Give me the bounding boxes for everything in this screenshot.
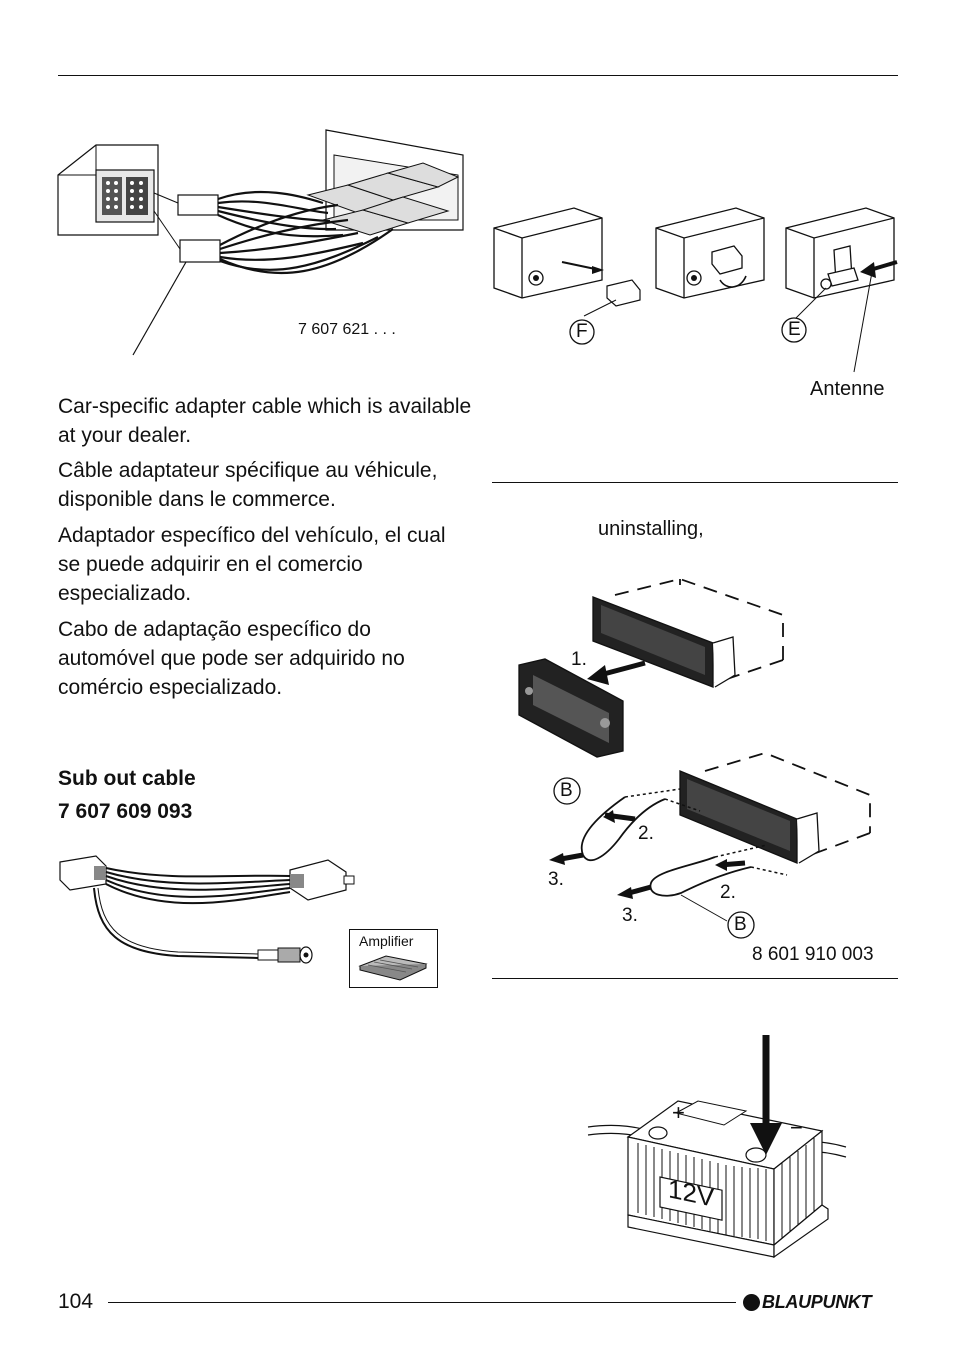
top-rule <box>58 75 898 76</box>
step-2-upper-label: 2. <box>638 823 654 844</box>
page-number: 104 <box>58 1290 94 1313</box>
sub-out-cable-illustration <box>59 855 355 964</box>
amplifier-box: Amplifier <box>349 929 438 988</box>
battery-plus: + <box>672 1100 685 1125</box>
amplifier-label: Amplifier <box>359 933 414 949</box>
amplifier-icon <box>358 955 428 981</box>
step-2-lower-label: 2. <box>720 882 736 903</box>
desc-es: Adaptador específico del vehículo, el cu… <box>58 524 446 605</box>
battery-illustration <box>587 1035 847 1259</box>
desc-fr: Câble adaptateur spécifique au véhicule,… <box>58 459 438 511</box>
label-f: F <box>576 321 588 342</box>
blaupunkt-logo: BLAUPUNKT <box>743 1291 872 1312</box>
tool-part-number: 8 601 910 003 <box>752 944 874 965</box>
label-e: E <box>788 319 801 340</box>
desc-pt: Cabo de adaptação específico do automóve… <box>58 618 405 699</box>
adapter-cable-illustration <box>57 129 464 356</box>
tool-b-upper-label: B <box>560 780 573 801</box>
sub-out-title: Sub out cable <box>58 767 196 790</box>
footer-rule <box>108 1302 736 1303</box>
lower-right-rule <box>492 978 898 979</box>
adapter-part-number: 7 607 621 . . . <box>298 321 396 338</box>
antenna-adapter-illustration <box>493 207 898 373</box>
tool-b-lower-label: B <box>734 914 747 935</box>
antenna-label: Antenne <box>810 378 885 400</box>
uninstall-heading: uninstalling, <box>598 518 704 540</box>
mid-right-rule <box>492 482 898 483</box>
step-3-lower-label: 3. <box>622 905 638 926</box>
step-3-upper-label: 3. <box>548 869 564 890</box>
step-1-label: 1. <box>571 649 587 670</box>
uninstall-illustration <box>518 578 871 939</box>
blaupunkt-dot-icon <box>743 1293 760 1311</box>
desc-en: Car-specific adapter cable which is avai… <box>58 395 472 447</box>
sub-out-part-number: 7 607 609 093 <box>58 800 193 823</box>
battery-minus: − <box>790 1115 803 1140</box>
brand-name: BLAUPUNKT <box>762 1291 872 1312</box>
